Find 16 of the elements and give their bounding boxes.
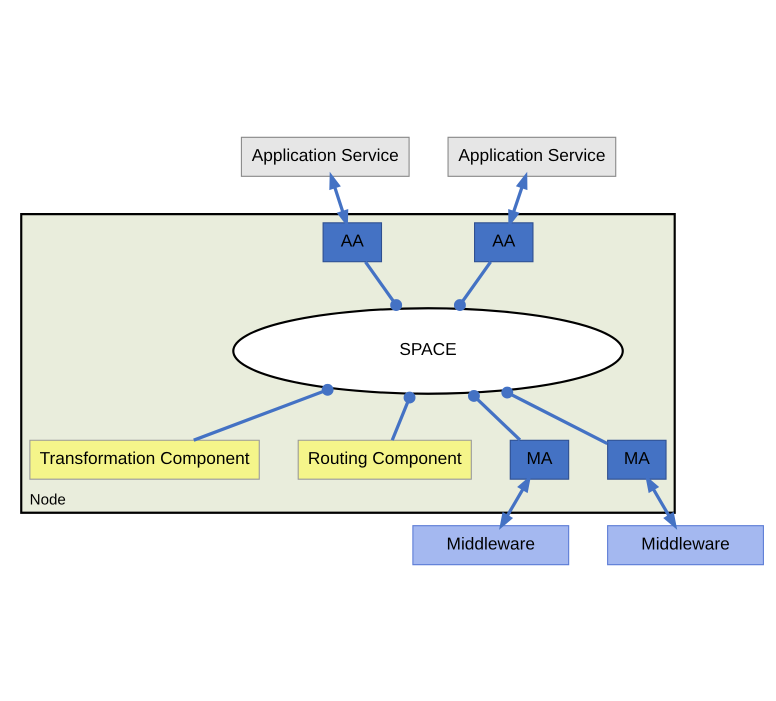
node-box: Application Service [240, 136, 410, 176]
node-box: MA [510, 439, 570, 480]
connector [390, 391, 416, 440]
connector [193, 383, 334, 442]
node-box: Application Service [448, 136, 616, 176]
node-box: Middleware [412, 524, 570, 565]
node-box: Transformation Component [29, 439, 260, 480]
node-box: Middleware [607, 524, 764, 565]
node-box: Routing Component [298, 439, 472, 480]
connector [364, 260, 402, 311]
connector [468, 390, 522, 441]
node-box: AA [474, 222, 534, 262]
connector [454, 260, 492, 311]
node-box: MA [607, 439, 667, 480]
node-box: AA [322, 222, 382, 262]
connector [501, 386, 608, 445]
